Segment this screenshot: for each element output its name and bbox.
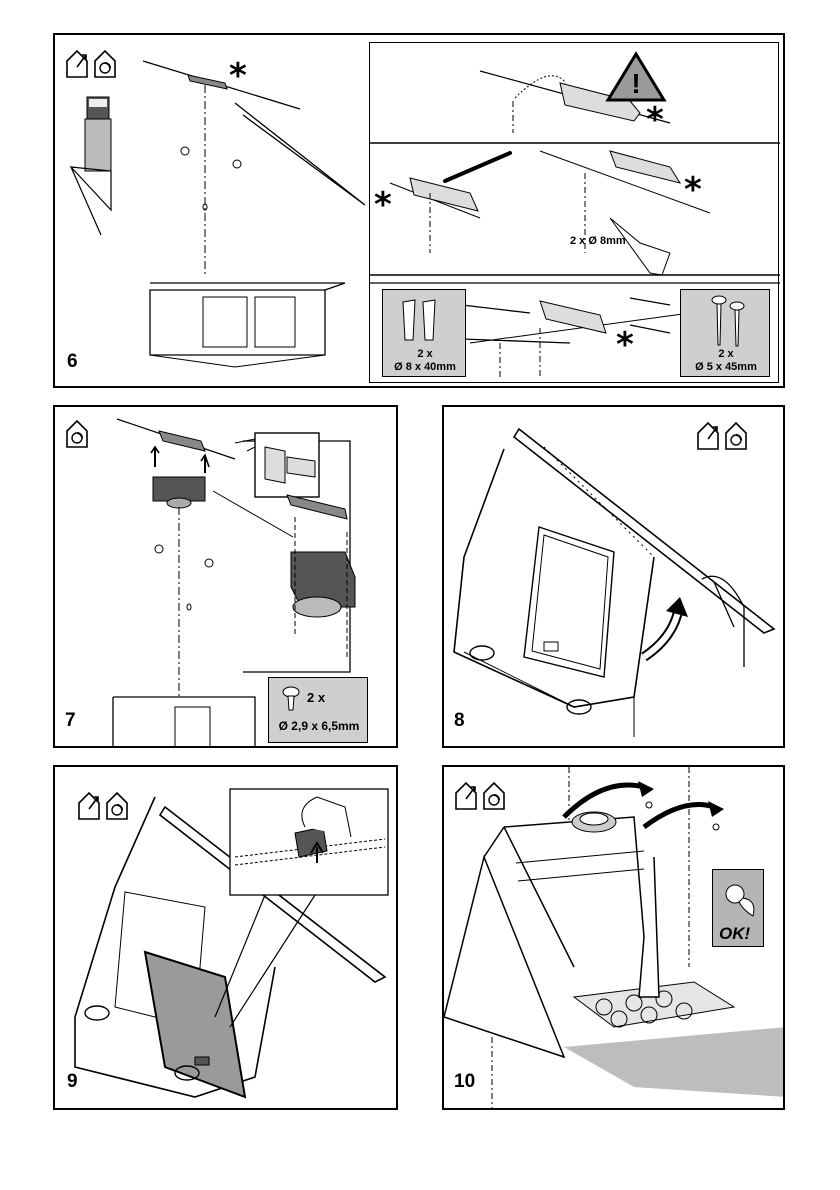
extraction-mode-icon xyxy=(455,781,477,810)
extraction-mode-icon xyxy=(78,791,100,820)
step-number: 8 xyxy=(454,710,465,731)
step-6-illustration xyxy=(66,49,366,368)
step-8-illustration xyxy=(453,421,776,737)
step-6-detail-illustration xyxy=(370,70,780,378)
recirculation-mode-icon xyxy=(66,419,88,448)
step-6-detail-inset: ! * * * * 2 x Ø 8mm 2 x Ø 8 x 40mm 2 x Ø… xyxy=(369,42,780,383)
step-10-illustration xyxy=(444,767,783,1108)
svg-text:!: ! xyxy=(631,68,640,99)
screw-qty: 2 x xyxy=(307,690,326,705)
screw-head-icon xyxy=(725,884,755,917)
step-number: 6 xyxy=(67,351,78,372)
step-9-illustration xyxy=(74,788,389,1099)
wall-plugs-box: 2 x Ø 8 x 40mm xyxy=(382,289,466,377)
screw-size: Ø 2,9 x 6,5mm xyxy=(278,719,360,733)
wall-plug-icon xyxy=(402,299,436,341)
plugs-qty: 2 x xyxy=(417,348,433,360)
step-7-panel: 7 2 x Ø 2,9 x 6,5mm xyxy=(53,405,398,748)
recirculation-mode-icon xyxy=(106,791,128,820)
screws-qty: 2 x xyxy=(718,348,734,360)
step-10-panel: OK! 10 xyxy=(442,765,785,1110)
drill-size-label: 2 x Ø 8mm xyxy=(570,235,626,247)
step-9-panel: 9 xyxy=(53,765,398,1110)
asterisk-mark: * xyxy=(229,56,247,96)
extraction-mode-icon xyxy=(697,421,719,450)
step-8-panel: 8 xyxy=(442,405,785,748)
step-number: 7 xyxy=(65,710,76,731)
screw-icon xyxy=(282,686,300,711)
asterisk-mark: * xyxy=(616,325,634,365)
recirculation-mode-icon xyxy=(94,49,116,78)
step-number: 10 xyxy=(454,1071,476,1092)
ok-check-box: OK! xyxy=(712,869,764,947)
screw-icon xyxy=(711,295,745,347)
extraction-mode-icon xyxy=(66,49,88,78)
screws-box: 2 x Ø 5 x 45mm xyxy=(680,289,770,377)
plugs-size: Ø 8 x 40mm xyxy=(394,361,456,373)
screws-size: Ø 5 x 45mm xyxy=(695,361,757,373)
hood-screws-box: 2 x Ø 2,9 x 6,5mm xyxy=(268,677,368,743)
step-7-illustration xyxy=(66,418,356,746)
asterisk-mark: * xyxy=(684,170,702,210)
asterisk-mark: * xyxy=(374,185,392,225)
asterisk-mark: * xyxy=(646,100,664,140)
ok-label: OK! xyxy=(719,924,751,943)
step-number: 9 xyxy=(67,1071,78,1092)
step-6-panel: * 6 xyxy=(53,33,785,388)
recirculation-mode-icon xyxy=(483,781,505,810)
recirculation-mode-icon xyxy=(725,421,747,450)
exclamation-warning-icon: ! xyxy=(605,51,667,102)
